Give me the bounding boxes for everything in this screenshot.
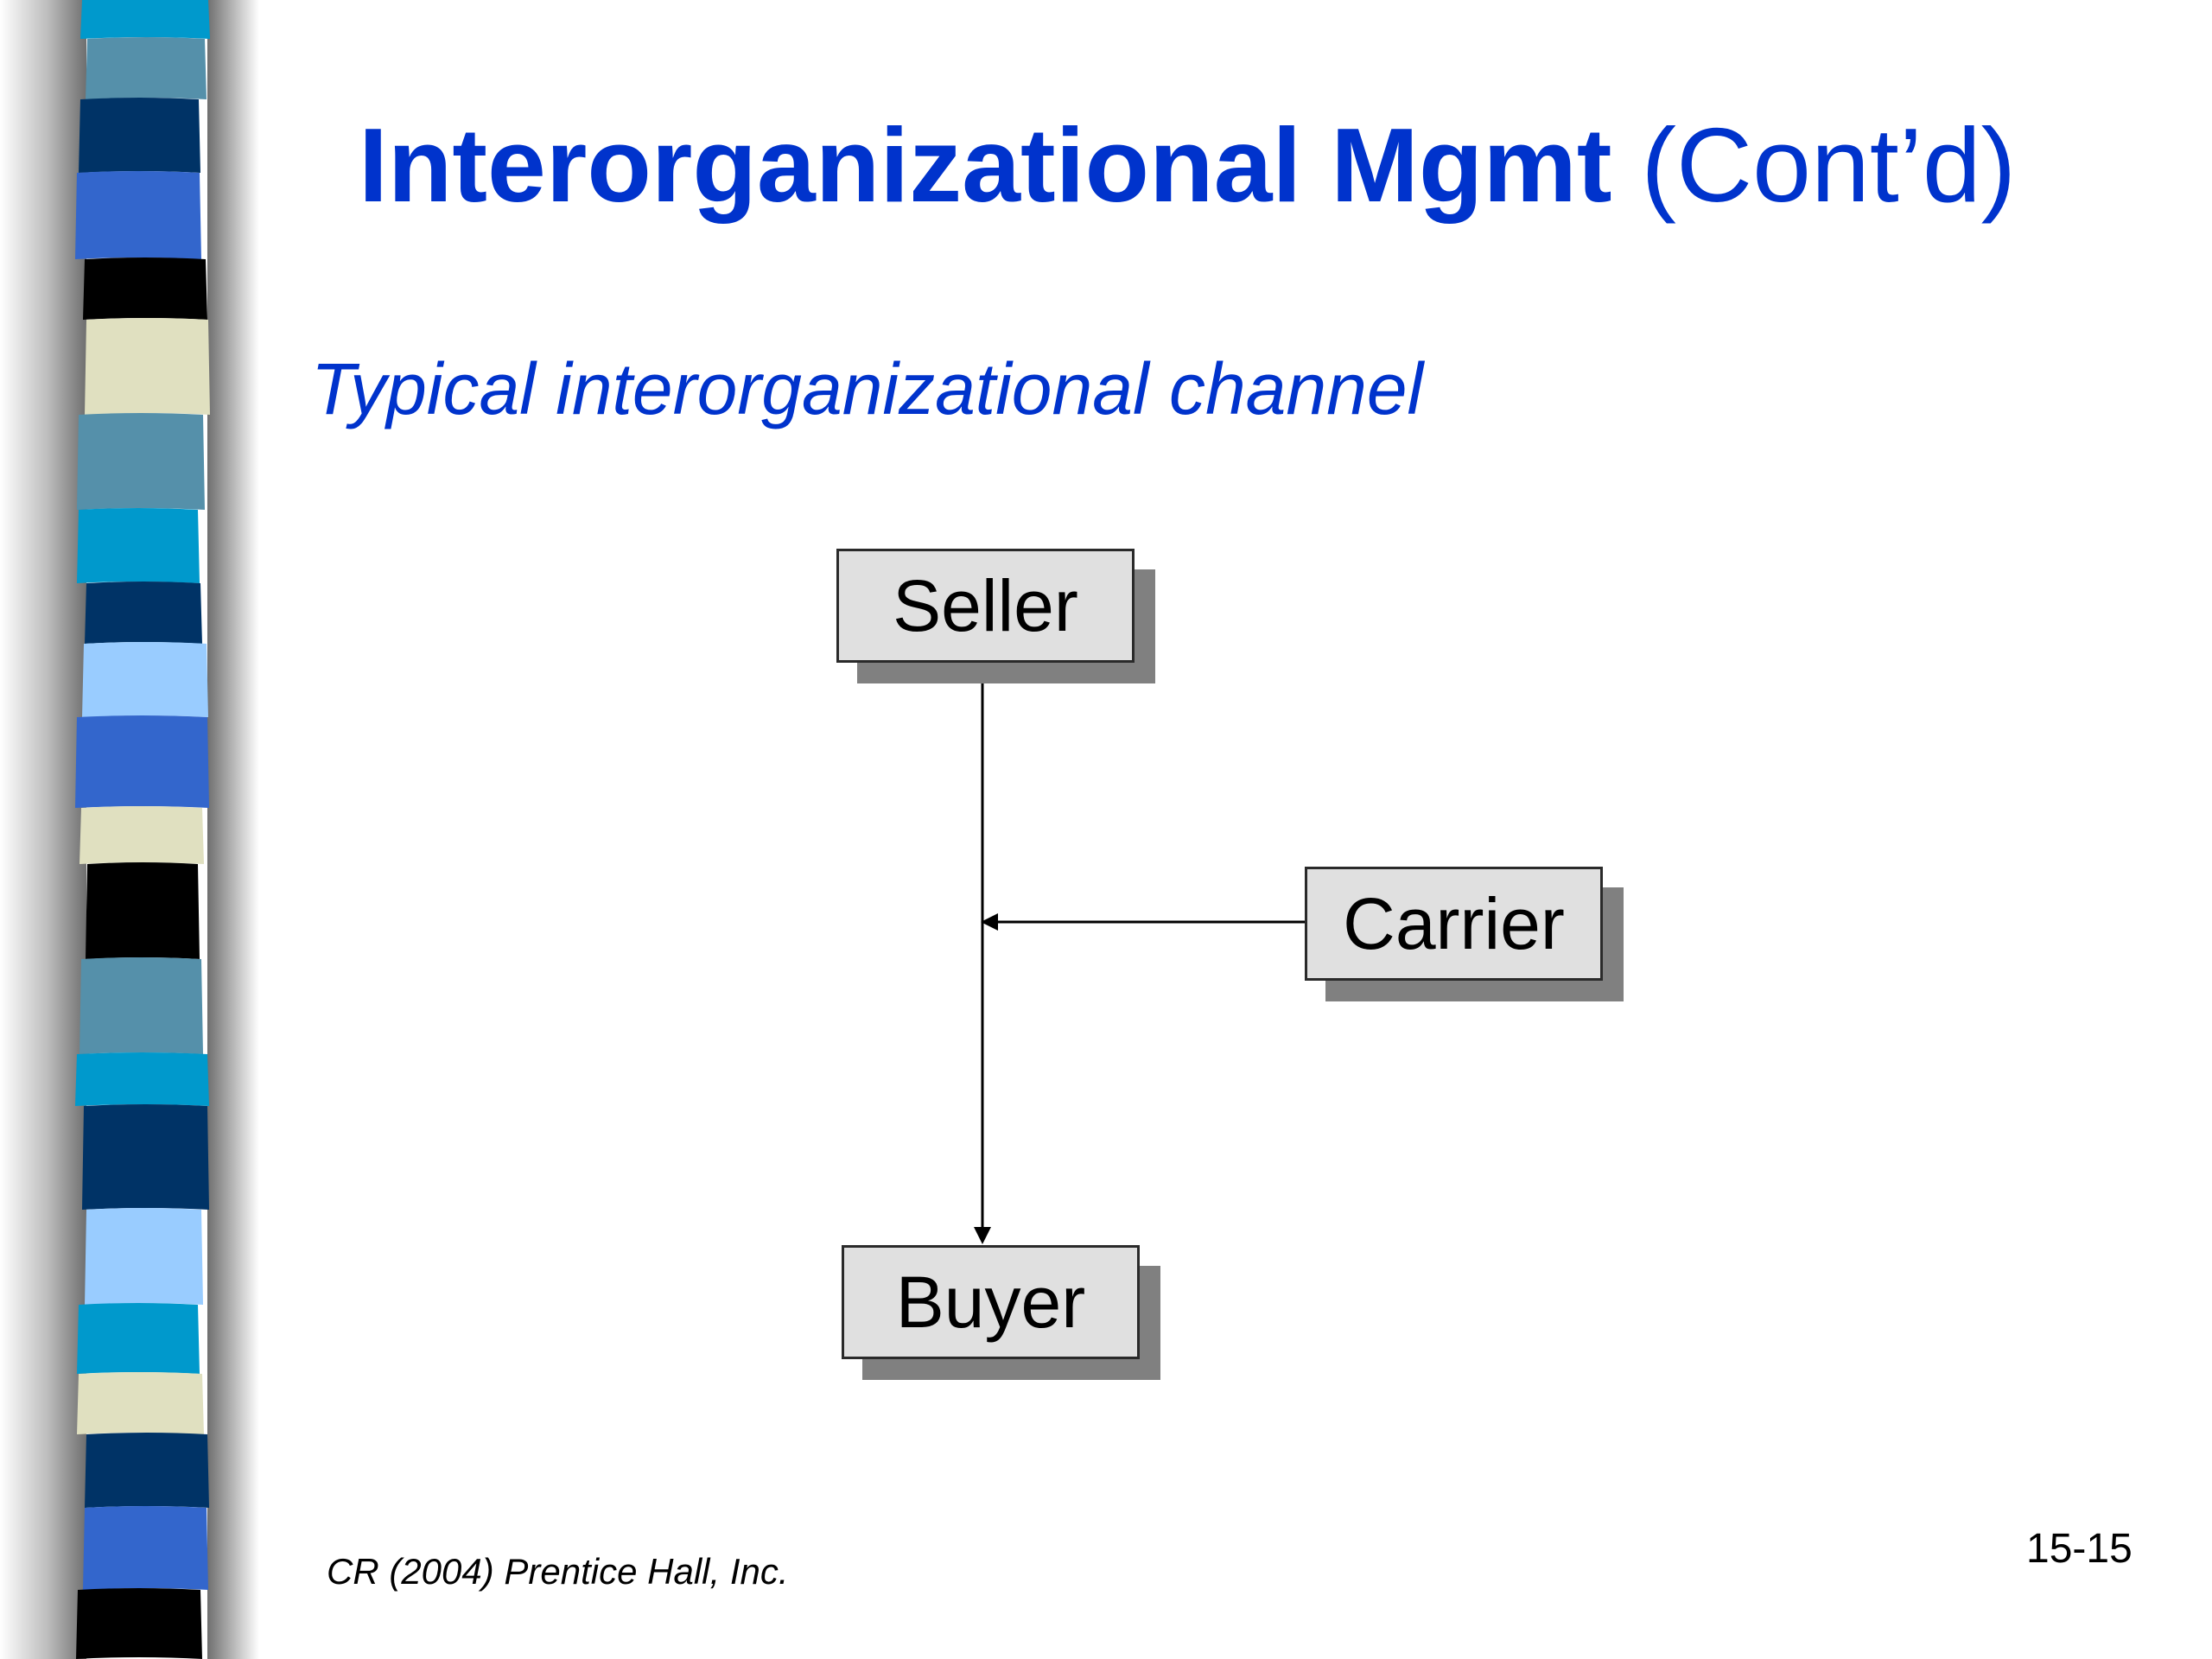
node-carrier: Carrier — [1305, 867, 1603, 981]
strip-band — [82, 642, 208, 717]
arrowhead-buyer — [974, 1227, 991, 1244]
strip-band — [83, 257, 207, 320]
strip-band — [86, 862, 200, 959]
strip-band — [77, 508, 200, 583]
strip-band — [86, 37, 207, 99]
strip-band — [75, 171, 201, 259]
strip-band — [77, 1372, 204, 1434]
strip-band — [85, 1433, 209, 1508]
node-seller: Seller — [836, 549, 1135, 663]
arrowhead-link — [981, 913, 998, 931]
footer-page-number: 15-15 — [2026, 1526, 2133, 1572]
node-buyer: Buyer — [842, 1245, 1140, 1359]
title-normal-part: (Cont’d) — [1641, 106, 2017, 224]
slide-title: Interorganizational Mgmt (Cont’d) — [359, 112, 2016, 218]
strip-band — [85, 318, 210, 415]
strip-band — [83, 1506, 208, 1590]
strip-bands — [75, 0, 210, 1659]
strip-band — [85, 582, 202, 644]
strip-band — [77, 1303, 200, 1374]
slide-subtitle: Typical interorganizational channel — [311, 348, 1424, 429]
strip-band — [76, 1588, 202, 1659]
decorative-left-strip — [0, 0, 259, 1659]
strip-band — [85, 1208, 203, 1305]
footer-copyright: CR (2004) Prentice Hall, Inc. — [327, 1551, 789, 1592]
strip-band — [75, 715, 209, 808]
strip-band — [77, 413, 205, 510]
title-bold-part: Interorganizational Mgmt — [359, 106, 1612, 224]
strip-shadow-left — [0, 0, 86, 1659]
strip-shadow-right — [207, 0, 259, 1659]
strip-band — [82, 1104, 209, 1210]
strip-band — [80, 0, 210, 39]
strip-band — [79, 957, 203, 1054]
strip-band — [79, 806, 204, 864]
strip-band — [79, 98, 200, 173]
strip-band — [75, 1052, 209, 1106]
